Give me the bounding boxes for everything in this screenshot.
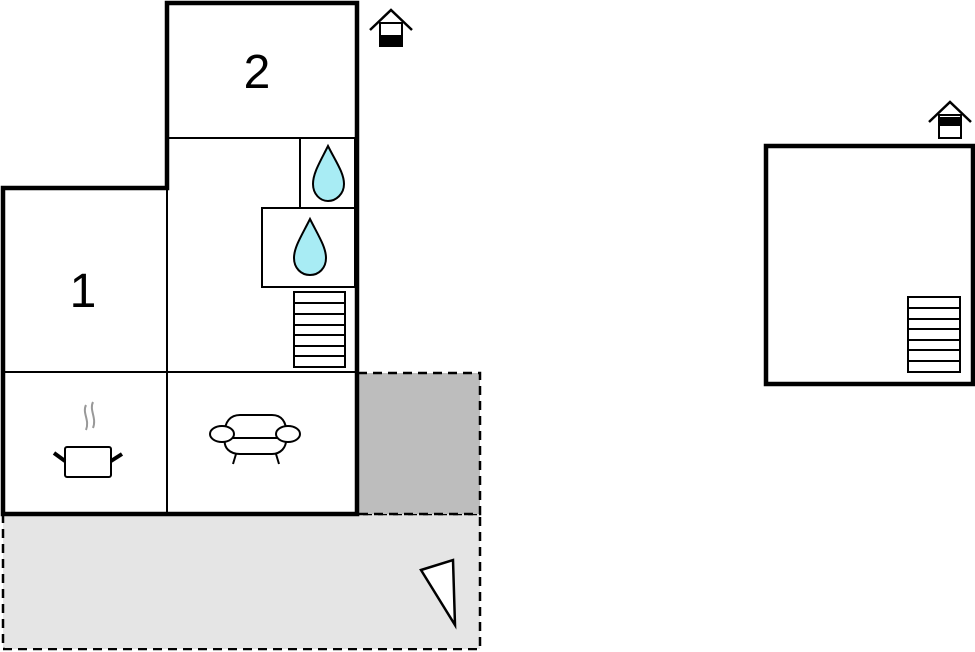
bathroom-2 <box>261 207 356 288</box>
cooking-pot-icon <box>52 401 124 478</box>
stairs-icon <box>293 291 346 368</box>
room-label-2: 2 <box>244 46 271 99</box>
house-icon <box>369 8 413 47</box>
house-icon <box>928 100 972 139</box>
room-label-1: 1 <box>70 265 97 318</box>
water-drop-icon <box>292 216 328 277</box>
sofa-icon <box>209 414 301 465</box>
stairs-icon <box>907 296 961 373</box>
north-arrow-icon <box>419 558 457 630</box>
main-building <box>0 0 360 517</box>
water-drop-icon <box>311 143 346 203</box>
